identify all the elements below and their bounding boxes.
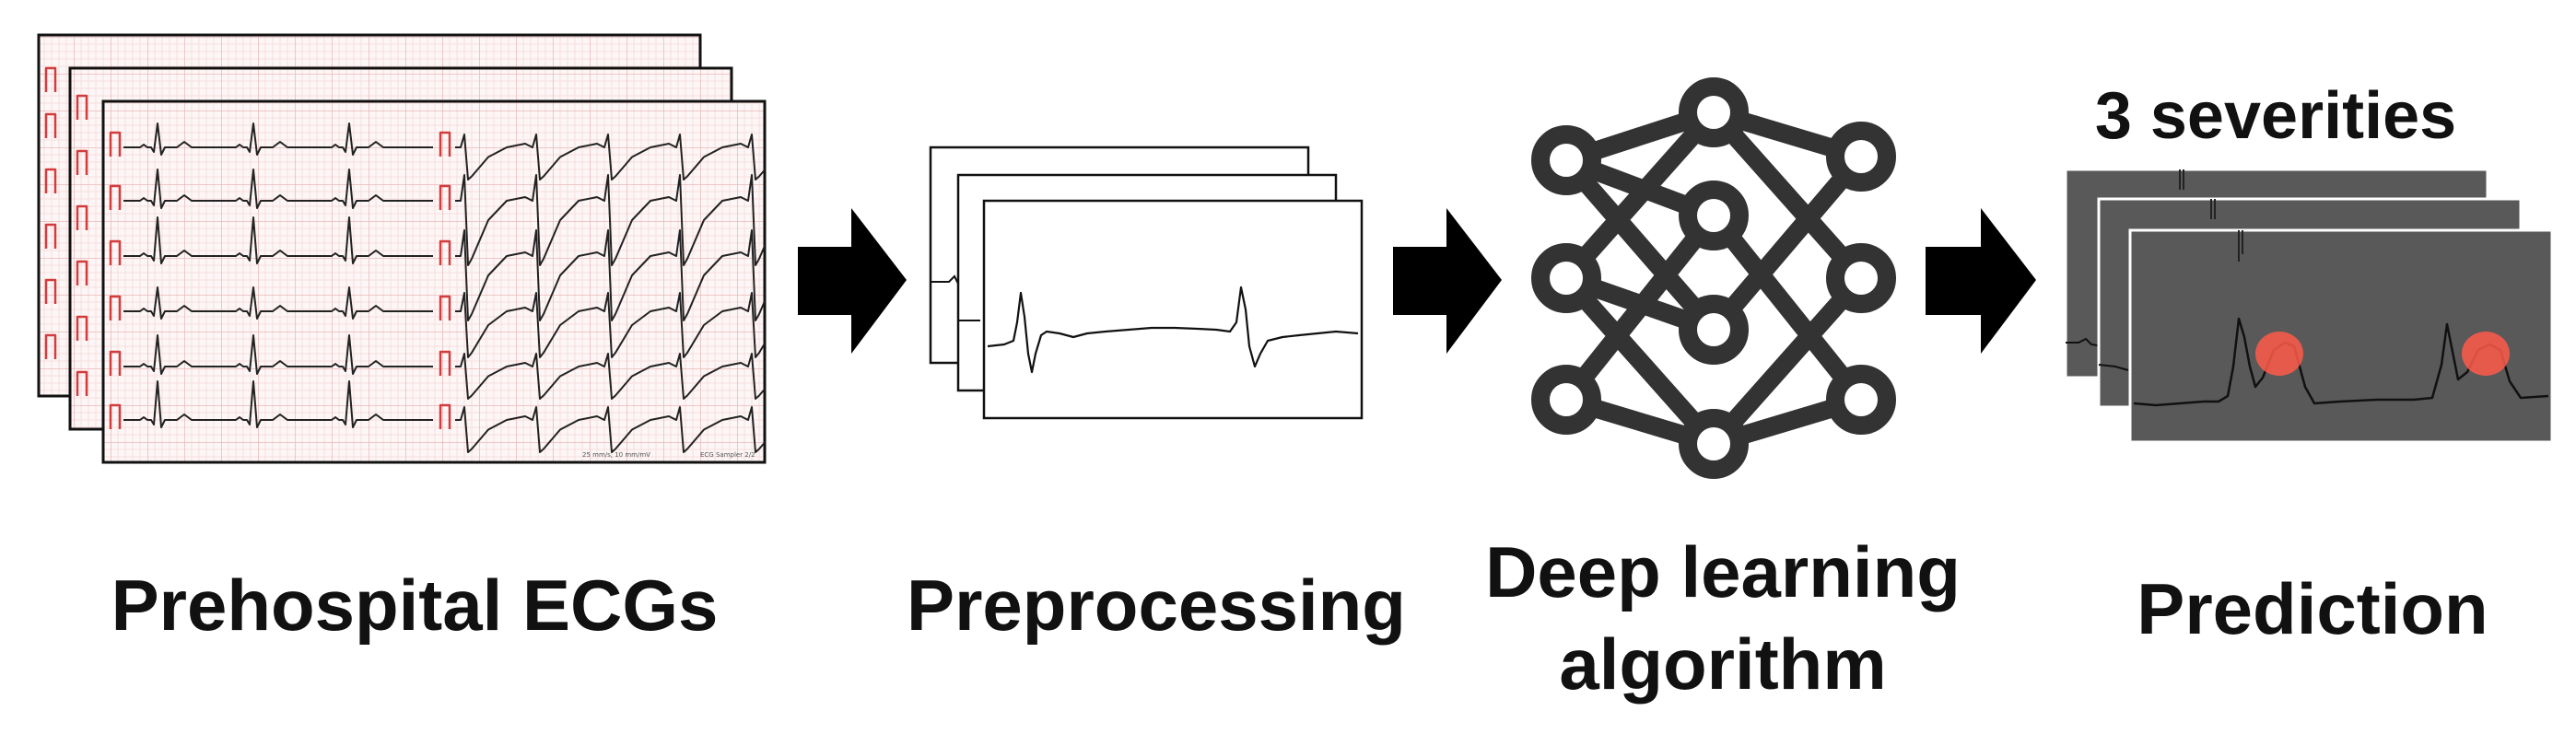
calibration-pulse: [109, 131, 122, 157]
signal-card-front: [982, 199, 1364, 420]
ecg-footer-left: 25 mm/s, 10 mm/mV: [582, 451, 650, 459]
ecg-sheet-stack: 25 mm/s, 10 mm/mV ECG Sampler 2/2: [37, 33, 767, 464]
stage-label-deep-learning-line1: Deep learning: [1485, 531, 1961, 612]
calibration-pulse: [439, 403, 451, 429]
calibration-pulse: [109, 350, 122, 376]
ecg-lead-trace: [123, 216, 433, 264]
calibration-pulse: [439, 239, 451, 265]
calibration-pulse: [44, 168, 57, 193]
ecg-lead-trace: [455, 406, 765, 453]
stage-label-prediction: Prediction: [2137, 568, 2488, 649]
calibration-pulse: [76, 370, 88, 396]
calibration-pulse: [76, 204, 88, 230]
ecg-lead-trace: [455, 292, 765, 358]
ecg-lead-trace: [455, 353, 765, 400]
prediction-card-stack: [2064, 168, 2554, 444]
ecg-sheet-front: 25 mm/s, 10 mm/mV ECG Sampler 2/2: [101, 99, 767, 464]
output-node: [1826, 122, 1896, 192]
hidden-node: [1679, 181, 1749, 250]
calibration-pulse: [76, 315, 88, 341]
output-node: [1826, 243, 1896, 313]
neural-network-icon: [1531, 77, 1896, 479]
ecg-lead-trace: [123, 334, 433, 375]
ecg-front-traces: [109, 122, 765, 453]
calibration-pulse: [109, 295, 122, 320]
st-segment-highlight: [2255, 332, 2303, 376]
calibration-pulse: [439, 295, 451, 320]
calibration-pulse: [439, 184, 451, 210]
arrow-right-icon: [1926, 208, 2036, 354]
calibration-pulse: [109, 403, 122, 429]
calibration-pulse: [76, 260, 88, 285]
output-node: [1826, 365, 1896, 435]
stage-label-prehospital-ecgs: Prehospital ECGs: [111, 565, 719, 646]
ecg-lead-trace: [455, 174, 765, 266]
calibration-pulse: [44, 278, 57, 304]
input-node: [1531, 243, 1601, 313]
stage-label-preprocessing: Preprocessing: [907, 565, 1406, 646]
ecg-footer-right: ECG Sampler 2/2: [700, 451, 755, 459]
arrow-right-icon: [798, 208, 907, 354]
ecg-lead-trace: [455, 134, 765, 181]
ecg-lead-trace: [123, 169, 433, 209]
calibration-pulse: [109, 239, 122, 265]
ecg-lead-trace: [123, 286, 433, 320]
calibration-pulse: [44, 66, 57, 92]
st-segment-highlight: [2462, 332, 2510, 376]
prediction-card-front: [2128, 228, 2554, 444]
severities-caption: 3 severities: [2094, 79, 2457, 153]
calibration-pulse: [44, 333, 57, 359]
ecg-lead-trace: [455, 229, 765, 321]
calibration-pulse: [44, 112, 57, 138]
ecg-sheet-middle-marks: [76, 94, 88, 396]
calibration-pulse: [44, 223, 57, 249]
calibration-pulse: [439, 131, 451, 157]
ecg-lead-trace: [123, 122, 433, 156]
hidden-node: [1679, 77, 1749, 147]
hidden-node: [1679, 409, 1749, 479]
calibration-pulse: [109, 184, 122, 210]
calibration-pulse: [76, 94, 88, 120]
calibration-pulse: [76, 149, 88, 175]
hidden-node: [1679, 295, 1749, 365]
preprocessed-signal-stack: [929, 146, 1364, 420]
ecg-lead-trace: [123, 380, 433, 428]
ecg-sheet-back-marks: [44, 66, 57, 359]
calibration-pulse: [439, 350, 451, 376]
input-node: [1531, 365, 1601, 435]
input-node: [1531, 125, 1601, 195]
stage-label-deep-learning-line2: algorithm: [1559, 623, 1887, 705]
signal-card-front-trace: [987, 285, 1359, 374]
arrow-right-icon: [1393, 208, 1502, 354]
